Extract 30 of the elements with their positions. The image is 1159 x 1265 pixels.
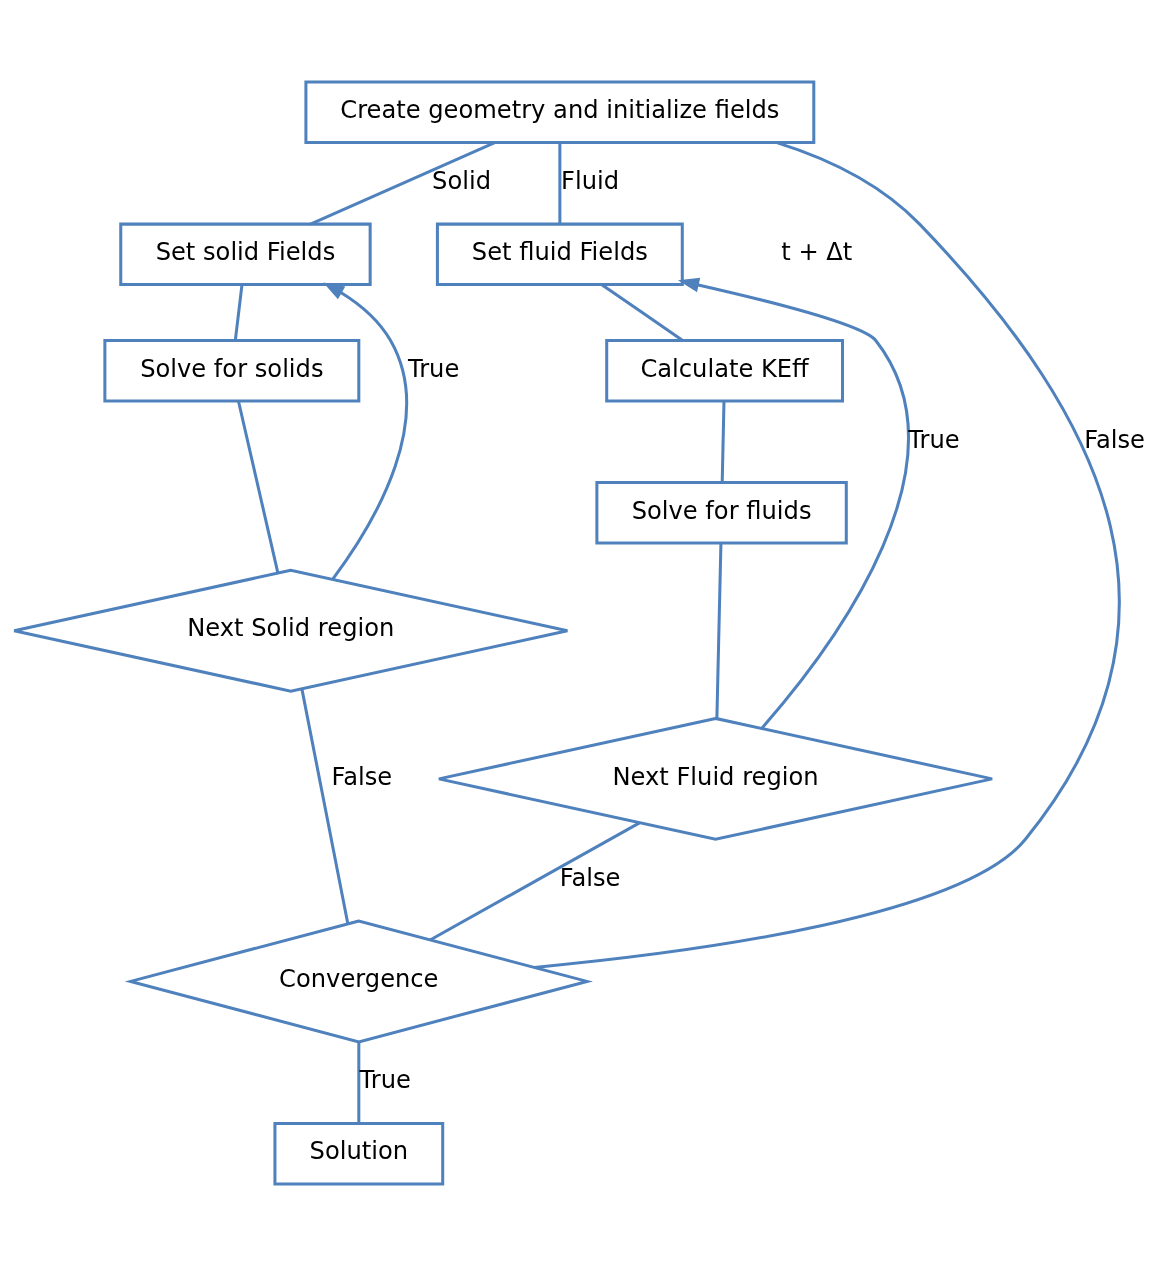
node-box: Calculate KEff bbox=[605, 338, 844, 402]
edge-label: Fluid bbox=[561, 166, 620, 195]
node-box: Solve for fluids bbox=[595, 480, 848, 545]
connector bbox=[558, 142, 562, 224]
edge-label: True bbox=[407, 353, 460, 382]
connector bbox=[300, 688, 350, 924]
edge-label: False bbox=[1084, 425, 1145, 454]
connector bbox=[429, 821, 641, 941]
connector bbox=[601, 283, 684, 342]
connector bbox=[237, 400, 280, 573]
connector bbox=[357, 1041, 361, 1123]
node-diamond: Next Fluid region bbox=[437, 716, 994, 841]
node-box: Set fluid Fields bbox=[435, 222, 684, 286]
node-box: Set solid Fields bbox=[119, 222, 372, 286]
connector bbox=[534, 140, 1120, 969]
arrow bbox=[323, 281, 409, 580]
node-diamond: Convergence bbox=[124, 918, 593, 1043]
edge-label: False bbox=[559, 863, 621, 892]
arrow bbox=[677, 277, 910, 729]
node-diamond: Next Solid region bbox=[12, 568, 569, 693]
connector bbox=[720, 400, 726, 483]
node-box: Solve for solids bbox=[103, 338, 361, 402]
connector bbox=[309, 140, 496, 225]
edge-label: Solid bbox=[432, 166, 492, 195]
connector bbox=[233, 284, 244, 340]
node-box: Solution bbox=[273, 1121, 445, 1185]
label: t + Δt bbox=[781, 237, 853, 266]
connector bbox=[715, 542, 723, 718]
edge-label: False bbox=[331, 762, 393, 791]
node-box: Create geometry and initialize fields bbox=[304, 80, 816, 144]
